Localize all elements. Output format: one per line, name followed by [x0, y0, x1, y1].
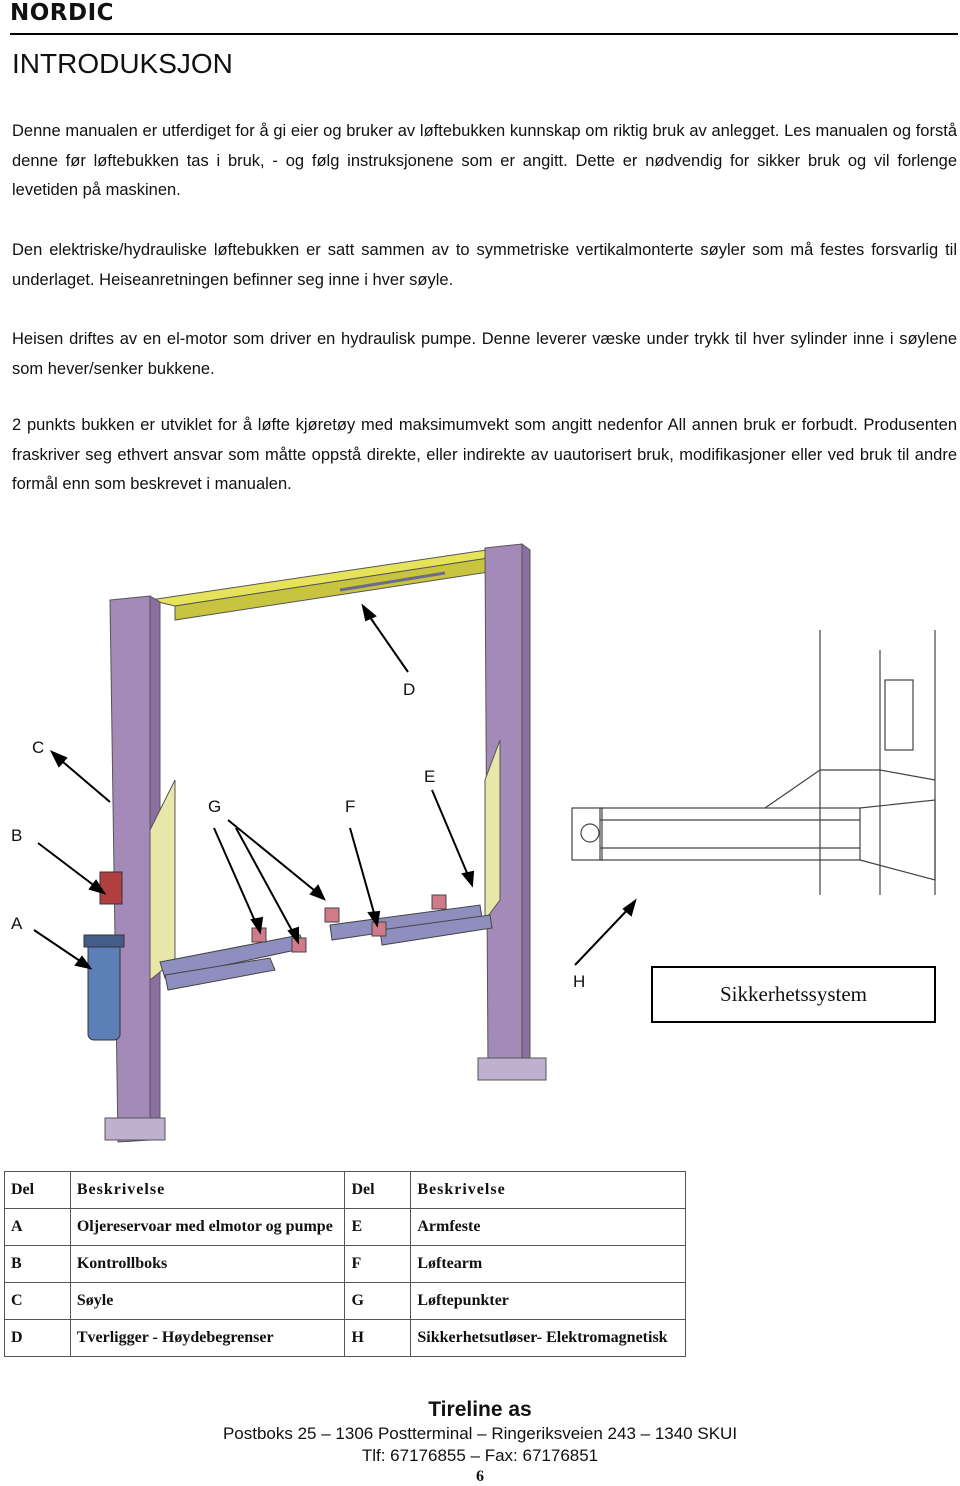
- diagram-label-e: E: [424, 767, 436, 786]
- right-column-illustration: [477, 543, 547, 1081]
- table-header-cell: Beskrivelse: [410, 1171, 686, 1209]
- table-cell: B: [4, 1245, 71, 1283]
- table-cell: Løftearm: [410, 1245, 686, 1283]
- intro-paragraph-4: 2 punkts bukken er utviklet for å løfte …: [12, 416, 957, 493]
- crossbar-illustration: [149, 547, 529, 621]
- lifting-pads-illustration: [251, 894, 447, 953]
- header-divider: [10, 33, 958, 35]
- leader-arrows: [33, 603, 637, 970]
- control-box-illustration: [99, 871, 123, 905]
- brand-logo: NORDIC: [10, 0, 115, 26]
- table-row: A Oljereservoar med elmotor og pumpe E A…: [4, 1208, 686, 1246]
- table-cell: Sikkerhetsutløser- Elektromagnetisk: [410, 1319, 686, 1357]
- table-header-cell: Beskrivelse: [69, 1171, 346, 1209]
- diagram-label-f: F: [345, 797, 356, 816]
- page-number: 6: [476, 1468, 484, 1485]
- table-cell: D: [4, 1319, 71, 1357]
- diagram-label-h: H: [573, 972, 586, 991]
- table-row: B Kontrollboks F Løftearm: [4, 1245, 686, 1283]
- motor-illustration: [83, 934, 125, 1041]
- diagram-label-g: G: [208, 797, 222, 816]
- intro-paragraph-1: Denne manualen er utferdiget for å gi ei…: [12, 122, 957, 199]
- parts-table: Del Beskrivelse Del Beskrivelse A Oljere…: [4, 1171, 686, 1357]
- diagram-label-d: D: [403, 680, 416, 699]
- table-header-cell: Del: [344, 1171, 412, 1209]
- table-cell: F: [344, 1245, 412, 1283]
- table-cell: A: [4, 1208, 71, 1246]
- footer-address: Postboks 25 – 1306 Postterminal – Ringer…: [222, 1424, 738, 1443]
- two-post-lift-diagram: [33, 543, 936, 1143]
- table-cell: Kontrollboks: [69, 1245, 346, 1283]
- diagram-label-b: B: [11, 826, 23, 845]
- table-cell: Oljereservoar med elmotor og pumpe: [69, 1208, 346, 1246]
- table-header-cell: Del: [4, 1171, 71, 1209]
- diagram-label-c: C: [32, 738, 45, 757]
- table-cell: H: [344, 1319, 412, 1357]
- table-cell: Tverligger - Høydebegrenser: [69, 1319, 346, 1357]
- intro-paragraph-2: Den elektriske/hydrauliske løftebukken e…: [12, 241, 957, 289]
- footer-phone: Tlf: 67176855 – Fax: 67176851: [361, 1446, 599, 1465]
- intro-paragraph-3: Heisen driftes av en el-motor som driver…: [12, 330, 957, 378]
- table-cell: C: [4, 1282, 71, 1320]
- table-cell: Søyle: [69, 1282, 346, 1320]
- table-row: D Tverligger - Høydebegrenser H Sikkerhe…: [4, 1319, 686, 1357]
- diagram-label-a: A: [11, 914, 23, 933]
- table-header-row: Del Beskrivelse Del Beskrivelse: [4, 1171, 686, 1209]
- footer-company: Tireline as: [428, 1398, 532, 1421]
- table-row: C Søyle G Løftepunkter: [4, 1282, 686, 1320]
- page-title: INTRODUKSJON: [12, 48, 233, 79]
- table-cell: E: [344, 1208, 412, 1246]
- table-cell: G: [344, 1282, 412, 1320]
- table-cell: Løftepunkter: [410, 1282, 686, 1320]
- safety-system-box: Sikkerhetssystem: [651, 966, 936, 1023]
- safety-detail-illustration: [571, 630, 936, 895]
- table-cell: Armfeste: [410, 1208, 686, 1246]
